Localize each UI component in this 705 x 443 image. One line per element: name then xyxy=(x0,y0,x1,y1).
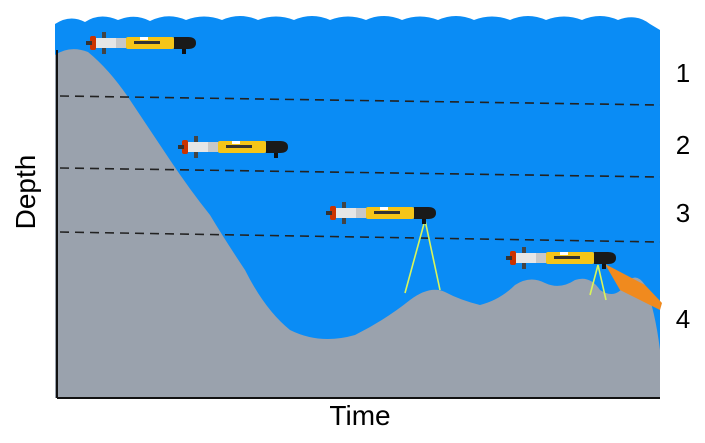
zone-label-4: 4 xyxy=(675,304,691,334)
depth-boundary-1 xyxy=(59,95,661,106)
depth-boundary-3 xyxy=(59,231,661,243)
zone-label-3: 3 xyxy=(675,198,691,228)
downward-sonar-beam-icon xyxy=(589,264,607,301)
depth-boundary-2 xyxy=(59,167,661,178)
zone-label-2: 2 xyxy=(675,130,691,160)
x-axis-label: Time xyxy=(329,400,391,431)
y-axis-label: Depth xyxy=(10,154,41,230)
forward-sonar-beam-icon xyxy=(605,264,662,310)
seafloor-terrain xyxy=(55,49,660,398)
zone-label-1: 1 xyxy=(675,58,691,88)
